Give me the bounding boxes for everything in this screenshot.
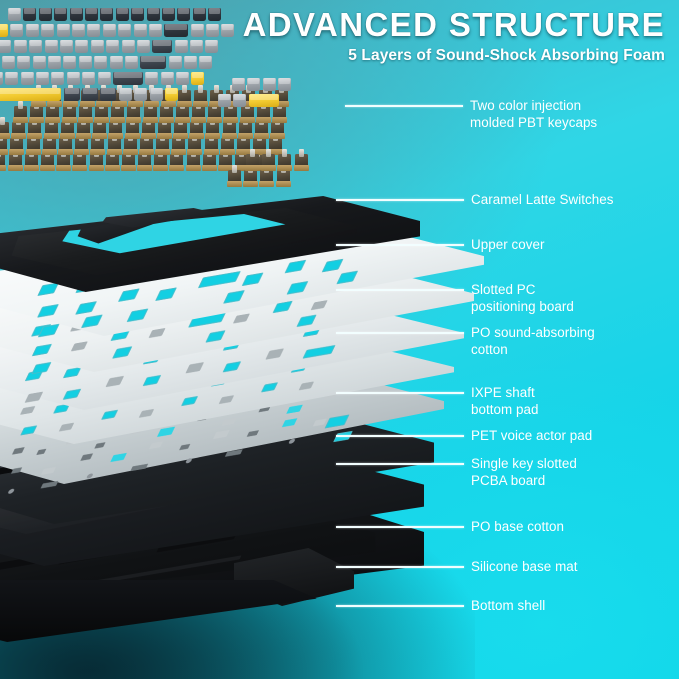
callout-label-pet-voice-pad: PET voice actor pad [471, 428, 593, 443]
leader-line-switches [336, 199, 464, 201]
callout-pc-positioning-board: Slotted PC positioning board [336, 282, 574, 315]
callout-pet-voice-pad: PET voice actor pad [336, 428, 592, 445]
callout-switches: Caramel Latte Switches [336, 192, 614, 209]
heading-block: ADVANCED STRUCTURE 5 Layers of Sound-Sho… [242, 6, 665, 65]
leader-line-silicone-base-mat [336, 566, 464, 568]
callout-label-pcba-board: Single key slotted PCBA board [471, 456, 577, 488]
callout-label-pc-positioning-board: Slotted PC positioning board [471, 282, 574, 314]
callout-keycaps: Two color injection molded PBT keycaps [345, 98, 597, 131]
leader-line-upper-cover [336, 244, 464, 246]
leader-line-po-base-cotton [336, 526, 464, 528]
layer-pbt-keycaps [0, 2, 386, 142]
callout-label-switches: Caramel Latte Switches [471, 192, 614, 207]
leader-line-pc-positioning-board [336, 289, 464, 291]
callout-label-keycaps: Two color injection molded PBT keycaps [470, 98, 598, 130]
page-subtitle: 5 Layers of Sound-Shock Absorbing Foam [348, 46, 665, 64]
leader-line-keycaps [345, 105, 463, 107]
callout-po-sound-cotton: PO sound-absorbing cotton [336, 325, 595, 358]
callout-label-upper-cover: Upper cover [471, 237, 545, 252]
page-title: ADVANCED STRUCTURE [242, 6, 665, 43]
callout-label-ixpe-pad: IXPE shaft bottom pad [471, 385, 539, 417]
leader-line-pet-voice-pad [336, 435, 464, 437]
callout-label-po-sound-cotton: PO sound-absorbing cotton [471, 325, 595, 357]
callout-upper-cover: Upper cover [336, 237, 545, 254]
callout-label-po-base-cotton: PO base cotton [471, 519, 565, 534]
callout-ixpe-pad: IXPE shaft bottom pad [336, 385, 539, 418]
leader-line-po-sound-cotton [336, 332, 464, 334]
callout-silicone-base-mat: Silicone base mat [336, 559, 578, 576]
leader-line-pcba-board [336, 463, 464, 465]
callout-bottom-shell: Bottom shell [336, 598, 545, 615]
callout-po-base-cotton: PO base cotton [336, 519, 564, 536]
leader-line-bottom-shell [336, 605, 464, 607]
layer-caramel-latte-switches [0, 85, 400, 222]
leader-line-ixpe-pad [336, 392, 464, 394]
callout-label-bottom-shell: Bottom shell [471, 598, 546, 613]
callout-label-silicone-base-mat: Silicone base mat [471, 559, 578, 574]
callout-pcba-board: Single key slotted PCBA board [336, 456, 577, 489]
